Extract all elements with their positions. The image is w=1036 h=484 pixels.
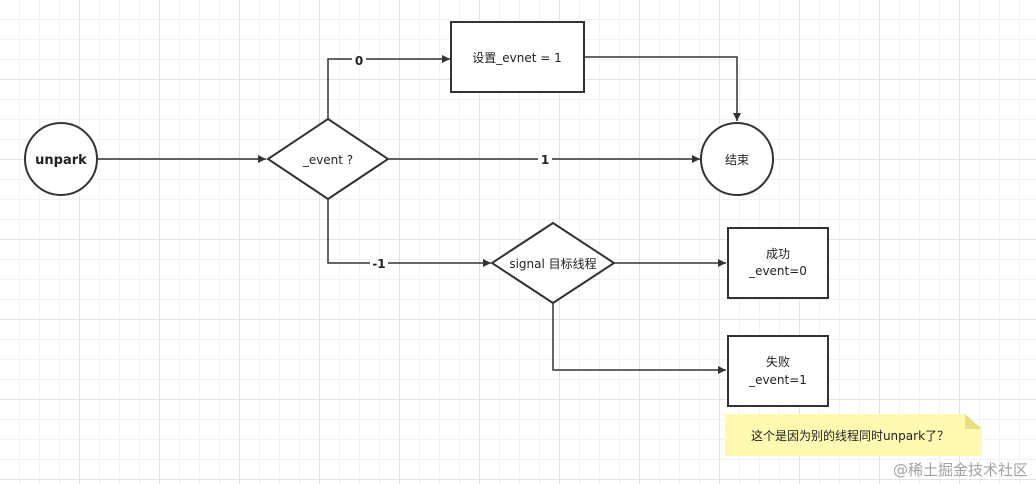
edge-label-0: 0	[355, 54, 363, 68]
success-label-line2: _event=0	[748, 264, 807, 278]
decision-signal[interactable]: signal 目标线程	[490, 221, 616, 305]
success-label-line1: 成功	[766, 247, 790, 261]
start-node-label: unpark	[35, 153, 87, 168]
edge-decision-to-end: 1	[388, 152, 700, 167]
set-event-box[interactable]: 设置_evnet = 1	[450, 21, 585, 93]
fail-label-line2: _event=1	[748, 373, 807, 387]
sticky-note[interactable]: 这个是因为别的线程同时unpark了？	[725, 414, 982, 456]
set-event-label: 设置_evnet = 1	[472, 51, 562, 65]
fail-label-line1: 失败	[766, 354, 790, 369]
watermark: @稀土掘金技术社区	[892, 461, 1028, 479]
decision-signal-label: signal 目标线程	[509, 256, 596, 271]
edge-label-1: 1	[541, 153, 549, 167]
edge-label-minus-1: -1	[372, 257, 385, 271]
decision-event[interactable]: _event ?	[266, 117, 390, 201]
start-node[interactable]: unpark	[24, 122, 98, 196]
fail-box[interactable]: 失败 _event=1	[727, 335, 829, 407]
edge-decision-to-signal: -1	[327, 199, 491, 271]
success-box[interactable]: 成功 _event=0	[727, 227, 829, 299]
end-node[interactable]: 结束	[700, 122, 774, 196]
decision-event-label: _event ?	[302, 153, 353, 167]
edge-set-event-to-end	[585, 56, 741, 121]
edge-signal-to-fail	[552, 303, 726, 374]
end-node-label: 结束	[725, 153, 749, 167]
sticky-note-text: 这个是因为别的线程同时unpark了？	[751, 428, 949, 443]
edge-decision-to-set-event: 0	[327, 52, 450, 119]
